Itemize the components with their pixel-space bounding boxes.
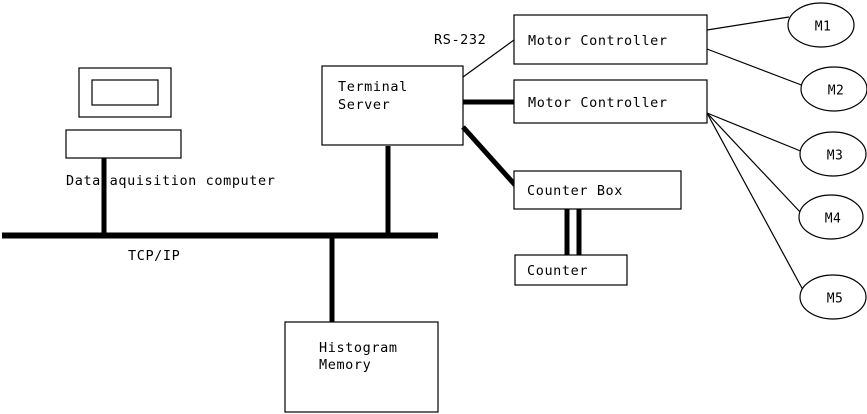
motor-m1-ellipse[interactable] (787, 2, 855, 48)
histogram-memory-label-line2: Memory (319, 357, 371, 373)
counter-box-label: Counter Box (527, 183, 623, 199)
motor-m3-label: M3 (827, 149, 843, 164)
motor-m2-ellipse[interactable] (800, 66, 867, 112)
link-motor-controller-1-to-m2 (706, 48, 805, 87)
link-motor-controller-2-to-m3 (706, 112, 804, 153)
motor-m4-label: M4 (825, 212, 841, 227)
tcpip-label: TCP/IP (128, 248, 180, 264)
counter-box-box[interactable] (513, 170, 682, 210)
motor-controller-2-box[interactable] (513, 79, 708, 124)
link-motor-controller-2-to-m5 (706, 112, 804, 291)
motor-m3-ellipse[interactable] (799, 131, 867, 177)
rs232-label: RS-232 (434, 32, 486, 48)
terminal-server-label-line2: Server (338, 97, 390, 113)
motor-m2-label: M2 (828, 84, 844, 99)
motor-controller-1-label: Motor Controller (528, 33, 668, 49)
link-motor-controller-1-to-m1 (706, 16, 790, 31)
histogram-memory-box[interactable] (284, 321, 439, 413)
histogram-memory-label-line1: Histogram (319, 340, 398, 356)
link-motor-controller-2-to-m4 (706, 112, 802, 214)
counter-label: Counter (527, 263, 588, 279)
motor-m5-label: M5 (827, 292, 843, 307)
motor-m5-ellipse[interactable] (799, 274, 867, 320)
link-terminal-server-to-motor-controller-1 (462, 39, 515, 78)
motor-controller-2-label: Motor Controller (528, 95, 668, 111)
link-terminal-server-to-counter-box (461, 125, 518, 188)
motor-controller-1-box[interactable] (513, 14, 708, 65)
terminal-server-box[interactable] (321, 65, 464, 146)
computer-base-unit (65, 129, 182, 159)
motor-m4-ellipse[interactable] (798, 194, 864, 240)
counter-box[interactable] (514, 254, 628, 286)
motor-m1-label: M1 (815, 20, 831, 35)
computer-monitor-screen (91, 79, 159, 106)
terminal-server-label-line1: Terminal (338, 79, 408, 95)
data-acquisition-computer-label: Data aquisition computer (66, 173, 275, 189)
